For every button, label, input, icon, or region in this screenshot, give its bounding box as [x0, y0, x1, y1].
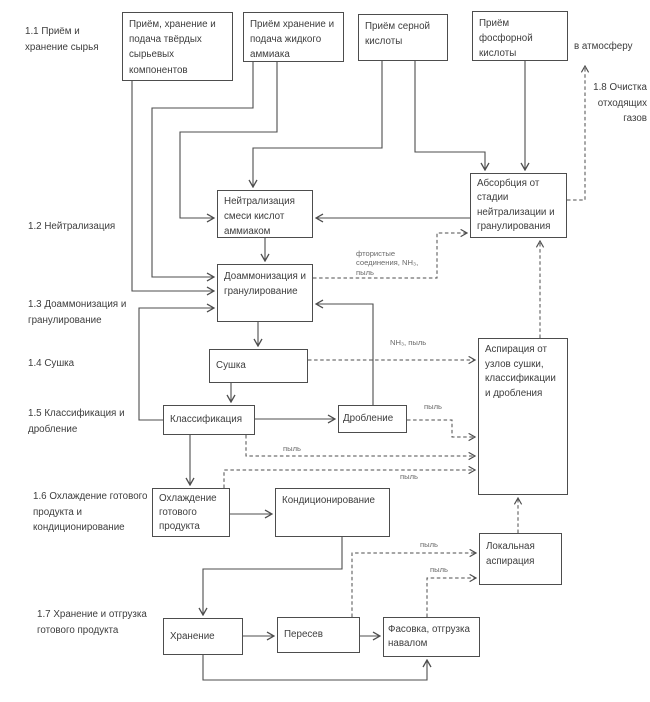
flow-ammonia-to-ammonization — [151, 62, 254, 277]
box-solid-feed: Приём, хранение и подача твёрдых сырьевы… — [122, 12, 233, 81]
gas-cooling-to-aspiration — [223, 470, 475, 488]
gas-ammonization-to-absorption — [313, 233, 467, 279]
gas-packing-to-local-aspiration — [426, 578, 476, 617]
box-ammonization: Доаммонизация и гранулирование — [217, 264, 313, 322]
flow-storage-to-packing — [202, 655, 427, 681]
box-neutralization: Нейтрализация смеси кислот аммиаком — [217, 190, 313, 238]
box-conditioning: Кондиционирование — [275, 488, 390, 537]
dust-label-classification: пыль — [283, 444, 301, 453]
box-drying: Сушка — [209, 349, 308, 383]
nh3-dust-label: NH₃, пыль — [390, 338, 427, 347]
flow-crushing-to-ammonization — [316, 304, 374, 405]
stage-label-1-8: 1.8 Очистка отходящих газов — [593, 82, 647, 125]
box-cooling: Охлаждение готового продукта — [152, 488, 230, 537]
stage-label-1-7: 1.7 Хранение и отгрузка готового продукт… — [37, 609, 147, 636]
dust-label-cooling: пыль — [400, 472, 418, 481]
box-resieving: Пересев — [277, 617, 360, 653]
stage-label-1-6: 1.6 Охлаждение готового продукта и конди… — [33, 491, 148, 534]
flow-ammonia-to-neutralization — [179, 62, 278, 218]
box-sulfuric-feed: Приём серной кислоты — [358, 14, 448, 61]
gas-classification-to-aspiration — [245, 435, 475, 456]
stage-label-1-4: 1.4 Сушка — [28, 358, 75, 369]
stage-label-1-1: 1.1 Приём и хранение сырья — [25, 26, 99, 53]
flow-classification-recycle-to-ammonization — [138, 308, 214, 421]
dust-label-crushing: пыль — [424, 402, 442, 411]
box-absorption: Абсорбция от стадии нейтрализации и гран… — [470, 173, 567, 238]
box-crushing: Дробление — [338, 405, 407, 433]
flow-sulfuric-to-neutralization — [253, 61, 383, 187]
stage-label-1-3: 1.3 Доаммонизация и гранулирование — [28, 299, 127, 326]
flow-solidfeed-to-ammonization — [131, 81, 214, 291]
box-ammonia-feed: Приём хранение и подача жидкого аммиака — [243, 12, 344, 62]
box-storage: Хранение — [163, 618, 243, 655]
gas-crushing-to-aspiration — [407, 419, 475, 437]
stage-label-1-5: 1.5 Классификация и дробление — [28, 408, 125, 435]
flow-sulfuric-to-absorption — [414, 61, 485, 170]
fluoride-compounds-label: фтористые соединения, NH₃, пыль — [356, 249, 419, 277]
dust-label-packing: пыль — [430, 565, 448, 574]
dust-label-resieving: пыль — [420, 540, 438, 549]
box-packing: Фасовка, отгрузка навалом — [383, 617, 480, 657]
box-aspiration: Аспирация от узлов сушки, классификации … — [478, 338, 568, 495]
to-atmosphere-label: в атмосферу — [574, 41, 633, 52]
gas-resieving-to-local-aspiration — [351, 553, 476, 617]
gas-absorption-to-atmosphere — [567, 66, 585, 201]
flow-conditioning-to-storage — [203, 537, 343, 615]
box-local-aspiration: Локальная аспирация — [479, 533, 562, 585]
box-classification: Классификация — [163, 405, 255, 435]
box-phosphoric-feed: Приём фосфорной кислоты — [472, 11, 568, 61]
stage-label-1-2: 1.2 Нейтрализация — [28, 221, 116, 232]
